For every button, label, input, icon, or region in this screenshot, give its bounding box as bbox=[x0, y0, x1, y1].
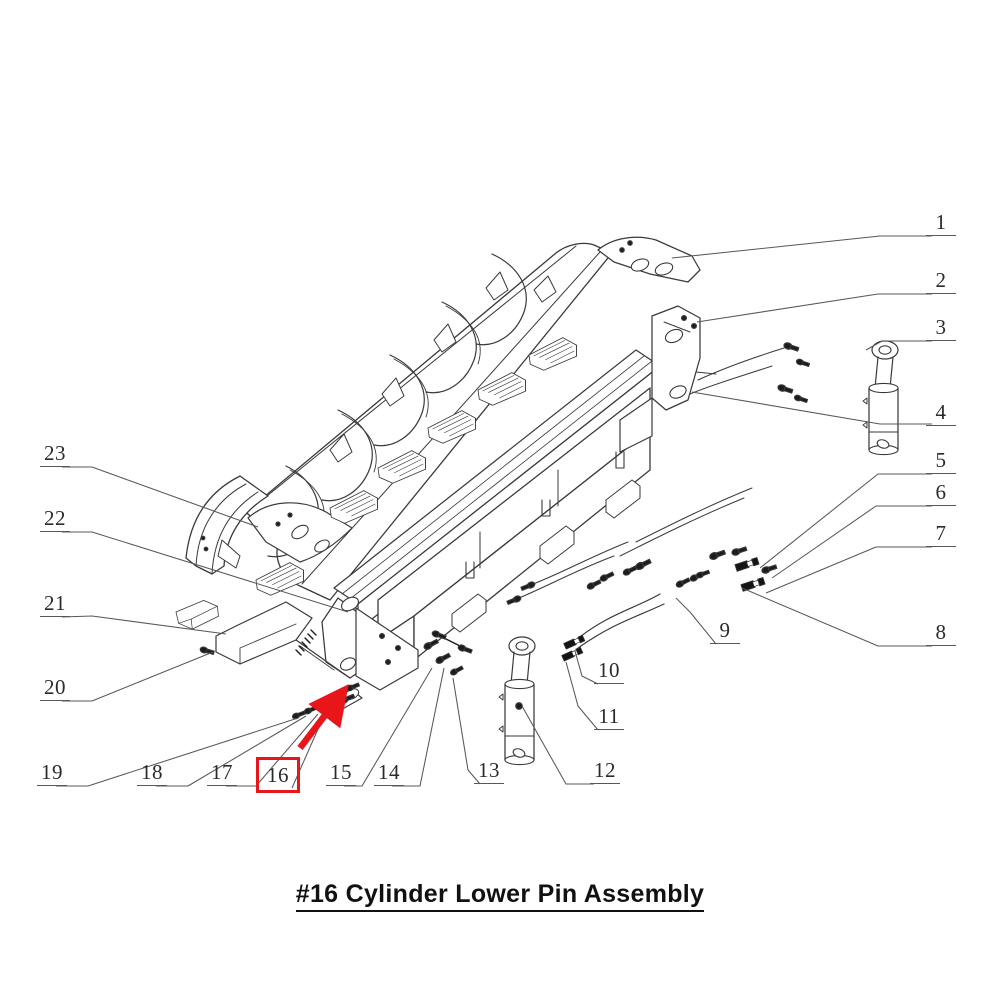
callout-number-18[interactable]: 18 bbox=[137, 762, 167, 786]
highlight-arrow bbox=[297, 684, 349, 750]
callout-number-17[interactable]: 17 bbox=[207, 762, 237, 786]
callout-number-13[interactable]: 13 bbox=[474, 760, 504, 784]
leader-line-1 bbox=[671, 235, 932, 259]
callout-number-20[interactable]: 20 bbox=[40, 677, 70, 701]
leader-line-13 bbox=[452, 677, 481, 785]
leader-line-21 bbox=[61, 615, 227, 635]
leader-line-20 bbox=[62, 651, 214, 702]
callout-number-9[interactable]: 9 bbox=[710, 620, 740, 644]
main-frame bbox=[321, 349, 661, 691]
callout-number-16[interactable]: 16 bbox=[256, 757, 300, 793]
callout-leader-lines bbox=[56, 235, 932, 789]
leader-line-15 bbox=[344, 667, 433, 787]
callout-number-1[interactable]: 1 bbox=[926, 212, 956, 236]
leader-line-12 bbox=[521, 705, 594, 785]
callout-number-3[interactable]: 3 bbox=[926, 317, 956, 341]
callout-number-12[interactable]: 12 bbox=[590, 760, 620, 784]
leader-line-5 bbox=[759, 473, 932, 569]
callout-number-2[interactable]: 2 bbox=[926, 270, 956, 294]
callout-number-4[interactable]: 4 bbox=[926, 402, 956, 426]
figure-caption: #16 Cylinder Lower Pin Assembly bbox=[0, 880, 1000, 912]
leader-line-9 bbox=[675, 597, 717, 645]
center-fasteners bbox=[422, 629, 474, 677]
leader-line-11 bbox=[565, 661, 599, 731]
callout-number-8[interactable]: 8 bbox=[926, 622, 956, 646]
leader-line-23 bbox=[62, 466, 259, 528]
leader-line-18 bbox=[156, 715, 307, 787]
callout-number-21[interactable]: 21 bbox=[40, 593, 70, 617]
assembly-drawing bbox=[174, 236, 899, 766]
leader-line-3 bbox=[865, 340, 932, 351]
callout-number-11[interactable]: 11 bbox=[594, 706, 624, 730]
leader-line-8 bbox=[741, 587, 932, 647]
lower-hydraulic-cylinder bbox=[498, 636, 536, 766]
left-linkage-arm bbox=[198, 601, 351, 679]
callout-number-14[interactable]: 14 bbox=[374, 762, 404, 786]
figure-caption-text: #16 Cylinder Lower Pin Assembly bbox=[295, 880, 705, 912]
callout-number-10[interactable]: 10 bbox=[594, 660, 624, 684]
leader-line-7 bbox=[765, 546, 932, 594]
leader-line-14 bbox=[392, 667, 445, 787]
upper-mount-bracket bbox=[597, 236, 717, 453]
leader-line-4 bbox=[691, 391, 932, 425]
callout-number-23[interactable]: 23 bbox=[40, 443, 70, 467]
leader-line-2 bbox=[696, 293, 932, 323]
leader-line-10 bbox=[574, 650, 599, 685]
leader-line-19 bbox=[56, 717, 299, 787]
callout-number-15[interactable]: 15 bbox=[326, 762, 356, 786]
upper-hydraulic-cylinder bbox=[862, 340, 899, 456]
leader-line-6 bbox=[771, 505, 932, 579]
callout-number-19[interactable]: 19 bbox=[37, 762, 67, 786]
callout-number-6[interactable]: 6 bbox=[926, 482, 956, 506]
callout-number-5[interactable]: 5 bbox=[926, 450, 956, 474]
end-cap-plate bbox=[247, 502, 353, 563]
hydraulic-hoses bbox=[505, 347, 785, 649]
callout-number-7[interactable]: 7 bbox=[926, 523, 956, 547]
callout-number-22[interactable]: 22 bbox=[40, 508, 70, 532]
leader-line-22 bbox=[62, 531, 349, 613]
end-shroud bbox=[185, 475, 269, 575]
